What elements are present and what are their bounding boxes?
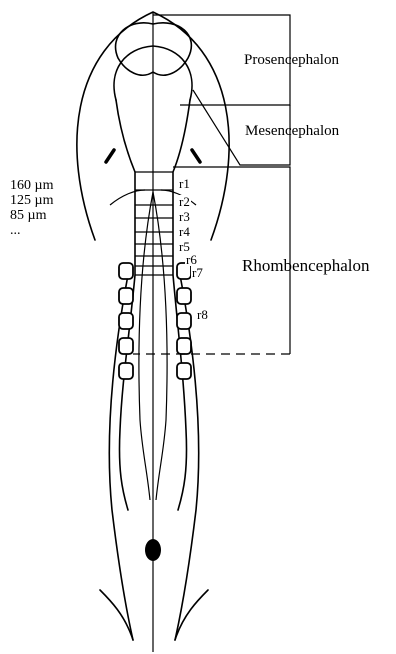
right-otic-mark [192,150,200,162]
neural-tube-left-wall [116,100,135,510]
left-arch-arc [110,190,145,205]
notochord-left [139,192,153,500]
neural-tube-right-wall [173,100,190,510]
rhombomere-label-r2: r2 [178,195,191,208]
right-somites [177,263,191,379]
left-otic-mark [106,150,114,162]
prosencephalon-label: Prosencephalon [244,52,339,69]
rhombomere-boundaries [135,172,173,275]
rhombencephalon-label: Rhombencephalon [242,256,369,276]
rhombomere-label-r7: r7 [191,266,204,279]
notochord-right [153,192,167,500]
scale-item: 85 µm [10,208,53,223]
mesencephalon-label: Mesencephalon [245,123,339,140]
scale-item: 125 µm [10,193,53,208]
scale-list: 160 µm 125 µm 85 µm ... [10,178,53,238]
scale-item: 160 µm [10,178,53,193]
tail-bud-dot [145,539,161,561]
rhombomere-label-r4: r4 [178,225,191,238]
rhombomere-label-r1: r1 [178,177,191,190]
rhombomere-label-r8: r8 [196,308,209,321]
rhombomere-label-r3: r3 [178,210,191,223]
scale-item: ... [10,223,53,238]
